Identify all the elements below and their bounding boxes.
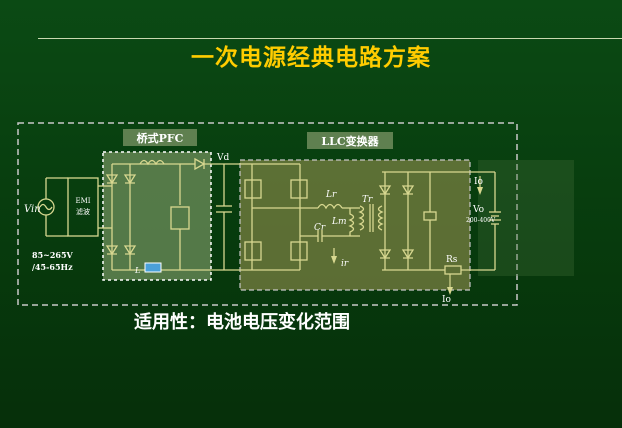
- magnetizing-inductor-lm: [348, 208, 355, 236]
- vin-label: Vin: [24, 204, 41, 215]
- transformer-secondary: [377, 205, 384, 231]
- pfc-sense-element: [144, 262, 162, 273]
- ir-label: ir: [341, 259, 349, 269]
- resonant-inductor-lr: [317, 203, 343, 210]
- llc-switch-q2: [290, 179, 308, 199]
- rectifier-diode-4: [401, 249, 415, 260]
- lr-label: Lr: [325, 190, 337, 200]
- llc-block: [239, 159, 471, 291]
- rectifier-diode-3: [378, 249, 392, 260]
- lm-label: Lm: [331, 217, 347, 227]
- cr-label: Cr: [314, 223, 326, 233]
- tr-label: Tr: [362, 195, 373, 205]
- llc-switch-q3: [244, 241, 262, 261]
- llc-label-box: [307, 132, 393, 149]
- vd-label: Vd: [216, 153, 229, 163]
- pfc-sense-label: L: [134, 266, 140, 275]
- slide-title: 一次电源经典电路方案: [191, 45, 431, 71]
- emi-label-line2: 滤波: [76, 207, 90, 216]
- applicability-caption: 适用性：电池电压变化范围: [134, 312, 350, 333]
- ac-wave-glyph: [39, 203, 53, 211]
- bridge-diode-4: [123, 245, 137, 256]
- pfc-inductor: [139, 159, 165, 166]
- io-bottom-arrow: [447, 287, 453, 295]
- bridge-diode-1: [105, 174, 119, 185]
- pfc-label: 桥式PFC: [137, 131, 184, 145]
- vo-label: Vo: [472, 205, 484, 215]
- rs-label: Rs: [446, 255, 458, 265]
- llc-switch-q4: [290, 241, 308, 261]
- arrows: [331, 187, 483, 295]
- rectifier-diode-1: [378, 185, 392, 196]
- system-boundary-frame: [17, 122, 518, 306]
- pfc-label-box: [123, 129, 197, 146]
- llc-label: LLC变换器: [321, 134, 379, 148]
- rectifier-diode-2: [401, 185, 415, 196]
- emi-label-line1: EMI: [75, 197, 90, 205]
- title-divider-line: [38, 38, 622, 39]
- llc-switch-q1: [244, 179, 262, 199]
- input-range-line1: 85~265V: [32, 250, 74, 260]
- input-range-line2: /45-65Hz: [32, 262, 73, 272]
- ir-arrow: [331, 256, 337, 264]
- transformer-primary: [358, 205, 365, 231]
- output-ghost-region: [478, 160, 574, 276]
- io-top-label: Io: [474, 177, 483, 187]
- io-bottom-label: Io: [442, 295, 451, 305]
- io-top-arrow: [477, 187, 483, 195]
- vo-range-label: 200-400V: [466, 217, 496, 224]
- bridge-diode-3: [105, 245, 119, 256]
- emi-filter-box: [67, 177, 99, 237]
- bridge-diode-2: [123, 174, 137, 185]
- pfc-block: [102, 151, 212, 281]
